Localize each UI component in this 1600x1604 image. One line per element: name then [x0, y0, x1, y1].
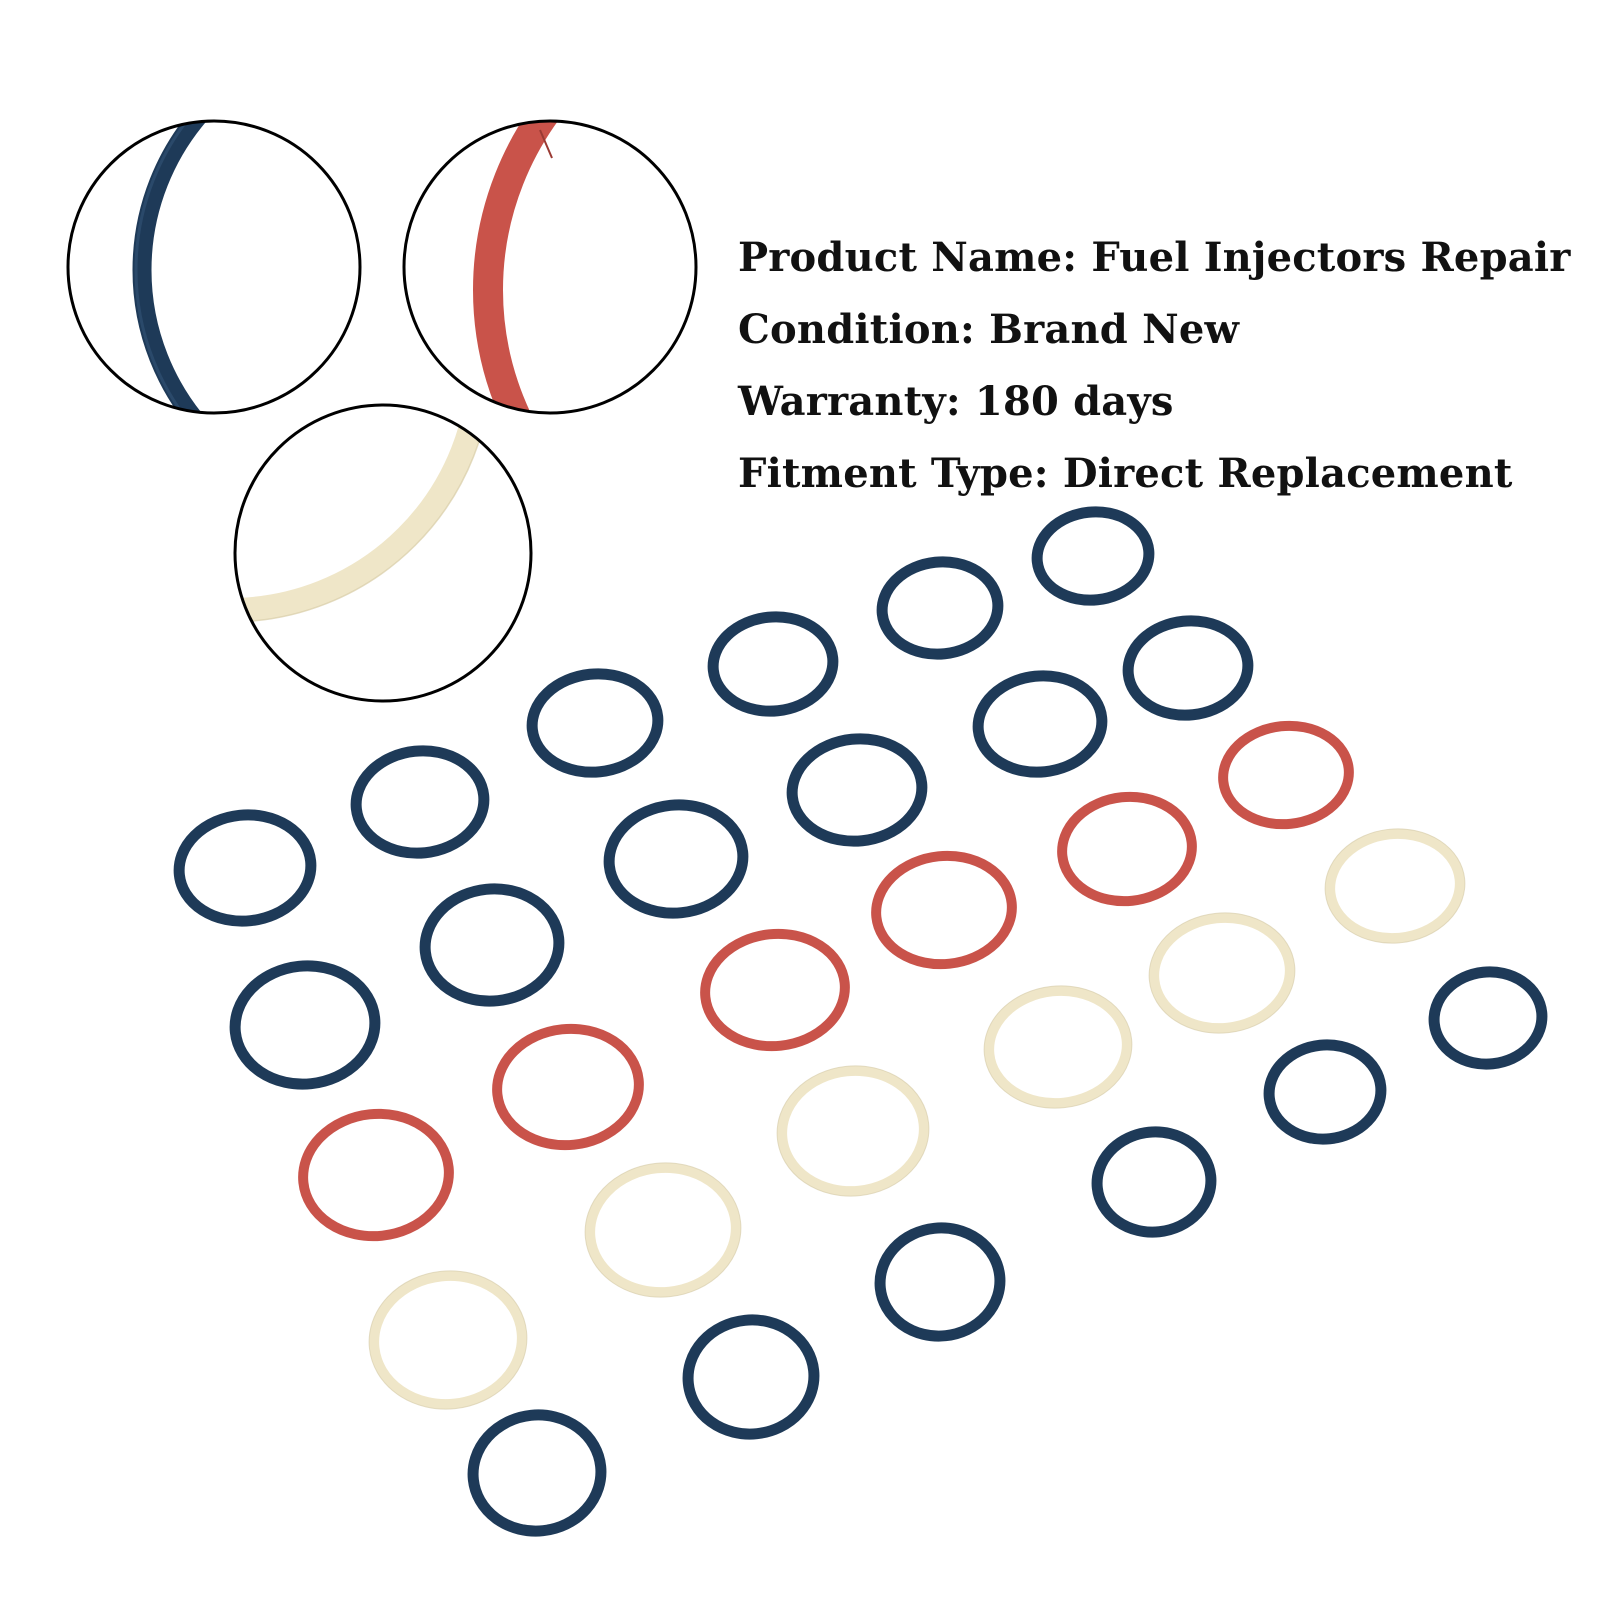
navy-o-ring	[350, 745, 490, 859]
navy-o-ring	[467, 1409, 607, 1537]
zoom-detail-red-ring	[402, 119, 698, 415]
zoom-navy-ring-arc	[132, 121, 360, 413]
red-backup-ring	[492, 1023, 644, 1151]
zoom-red-ring-arc	[473, 121, 696, 413]
spec-product-name: Product Name: Fuel Injectors Repair	[738, 234, 1571, 281]
navy-o-ring	[707, 611, 839, 717]
navy-o-ring	[786, 733, 928, 847]
cream-backup-ring	[584, 1162, 742, 1298]
red-backup-ring	[1057, 791, 1197, 907]
zoom-detail-navy-ring	[66, 119, 362, 415]
red-backup-ring	[700, 928, 850, 1052]
navy-o-ring	[876, 556, 1004, 660]
spec-condition: Condition: Brand New	[738, 306, 1240, 353]
navy-o-ring	[682, 1314, 820, 1440]
navy-o-ring	[173, 809, 317, 927]
magnifier-circle-1	[66, 119, 362, 415]
navy-o-ring	[526, 668, 664, 778]
navy-o-ring	[603, 799, 749, 919]
cream-backup-ring	[368, 1270, 528, 1410]
navy-o-ring	[419, 883, 565, 1007]
navy-o-ring	[1031, 506, 1155, 606]
magnifier-circle-3	[233, 403, 533, 703]
ring-field	[173, 506, 1548, 1537]
red-backup-ring	[298, 1108, 454, 1242]
zoom-cream-ring-arc	[235, 405, 492, 622]
spec-fitment-type: Fitment Type: Direct Replacement	[738, 450, 1513, 497]
navy-o-ring	[1428, 966, 1548, 1070]
navy-o-ring	[1122, 615, 1254, 721]
navy-o-ring	[874, 1222, 1006, 1342]
navy-o-ring	[1091, 1126, 1217, 1238]
red-backup-ring	[871, 850, 1017, 970]
navy-o-ring	[229, 960, 381, 1090]
navy-o-ring	[1263, 1039, 1387, 1145]
magnifier-circle-2	[402, 119, 698, 415]
cream-backup-ring	[776, 1065, 930, 1197]
cream-backup-ring	[983, 985, 1133, 1109]
zoom-detail-cream-ring	[233, 403, 533, 703]
cream-backup-ring	[1148, 912, 1296, 1034]
cream-backup-ring	[1324, 828, 1466, 944]
spec-warranty: Warranty: 180 days	[738, 378, 1174, 425]
spec-list: Product Name: Fuel Injectors Repair Cond…	[738, 222, 1578, 510]
navy-o-ring	[972, 670, 1108, 778]
red-backup-ring	[1218, 720, 1354, 830]
